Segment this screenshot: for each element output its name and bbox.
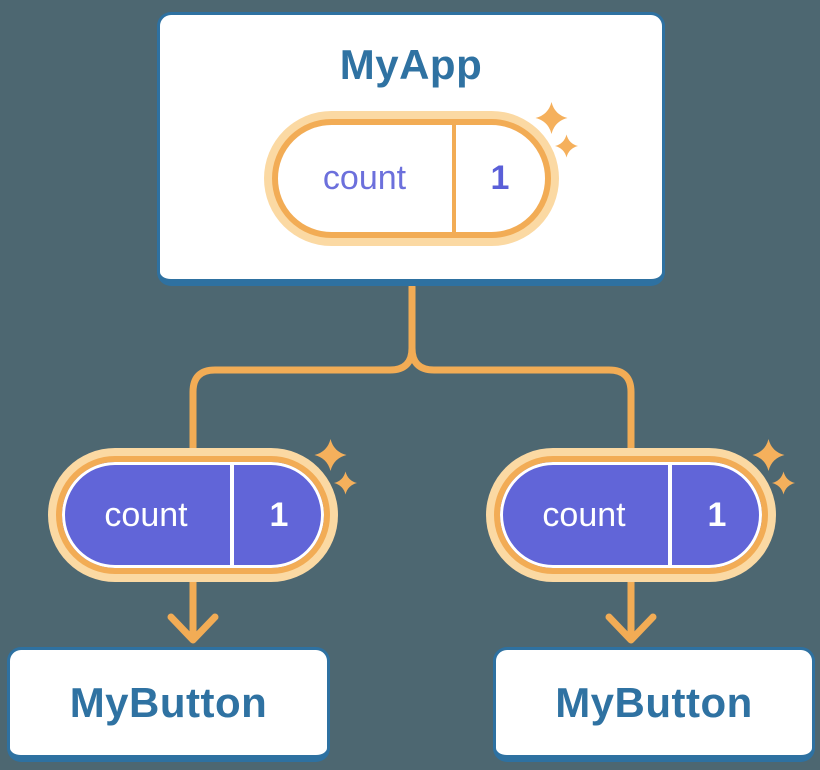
state-label: count <box>542 495 626 534</box>
state-value: 1 <box>269 495 289 534</box>
child-state-pill-wrap-left: count 1 <box>56 439 357 574</box>
state-label-cell: count <box>278 125 452 232</box>
state-pill-root: count 1 <box>271 119 551 238</box>
child-component-title: MyButton <box>555 678 753 726</box>
state-label-cell: count <box>500 462 668 568</box>
state-label: count <box>322 159 407 197</box>
sparkle-icon <box>535 102 578 158</box>
arrow-down-icon <box>605 613 657 644</box>
child-state-pill-wrap-right: count 1 <box>494 439 795 574</box>
child-component-card-right: MyButton <box>493 647 815 762</box>
state-pill-child-right: count 1 <box>494 456 768 574</box>
state-divider <box>451 125 456 232</box>
child-component-title: MyButton <box>69 678 268 726</box>
state-label: count <box>104 495 188 534</box>
state-value: 1 <box>707 495 727 534</box>
root-component-title: MyApp <box>339 41 483 88</box>
state-label-cell: count <box>62 462 230 568</box>
child-component-card-left: MyButton <box>7 647 330 762</box>
state-value-cell: 1 <box>456 125 545 232</box>
root-state-pill-wrap: count 1 <box>271 102 578 238</box>
state-value-cell: 1 <box>672 462 762 568</box>
state-pill-child-left: count 1 <box>56 456 330 574</box>
arrow-down-icon <box>167 613 219 644</box>
state-divider <box>668 462 672 568</box>
root-component-card: MyApp count 1 <box>157 12 665 286</box>
sparkle-icon <box>314 439 357 495</box>
state-value: 1 <box>490 159 510 197</box>
sparkle-icon <box>752 439 795 495</box>
